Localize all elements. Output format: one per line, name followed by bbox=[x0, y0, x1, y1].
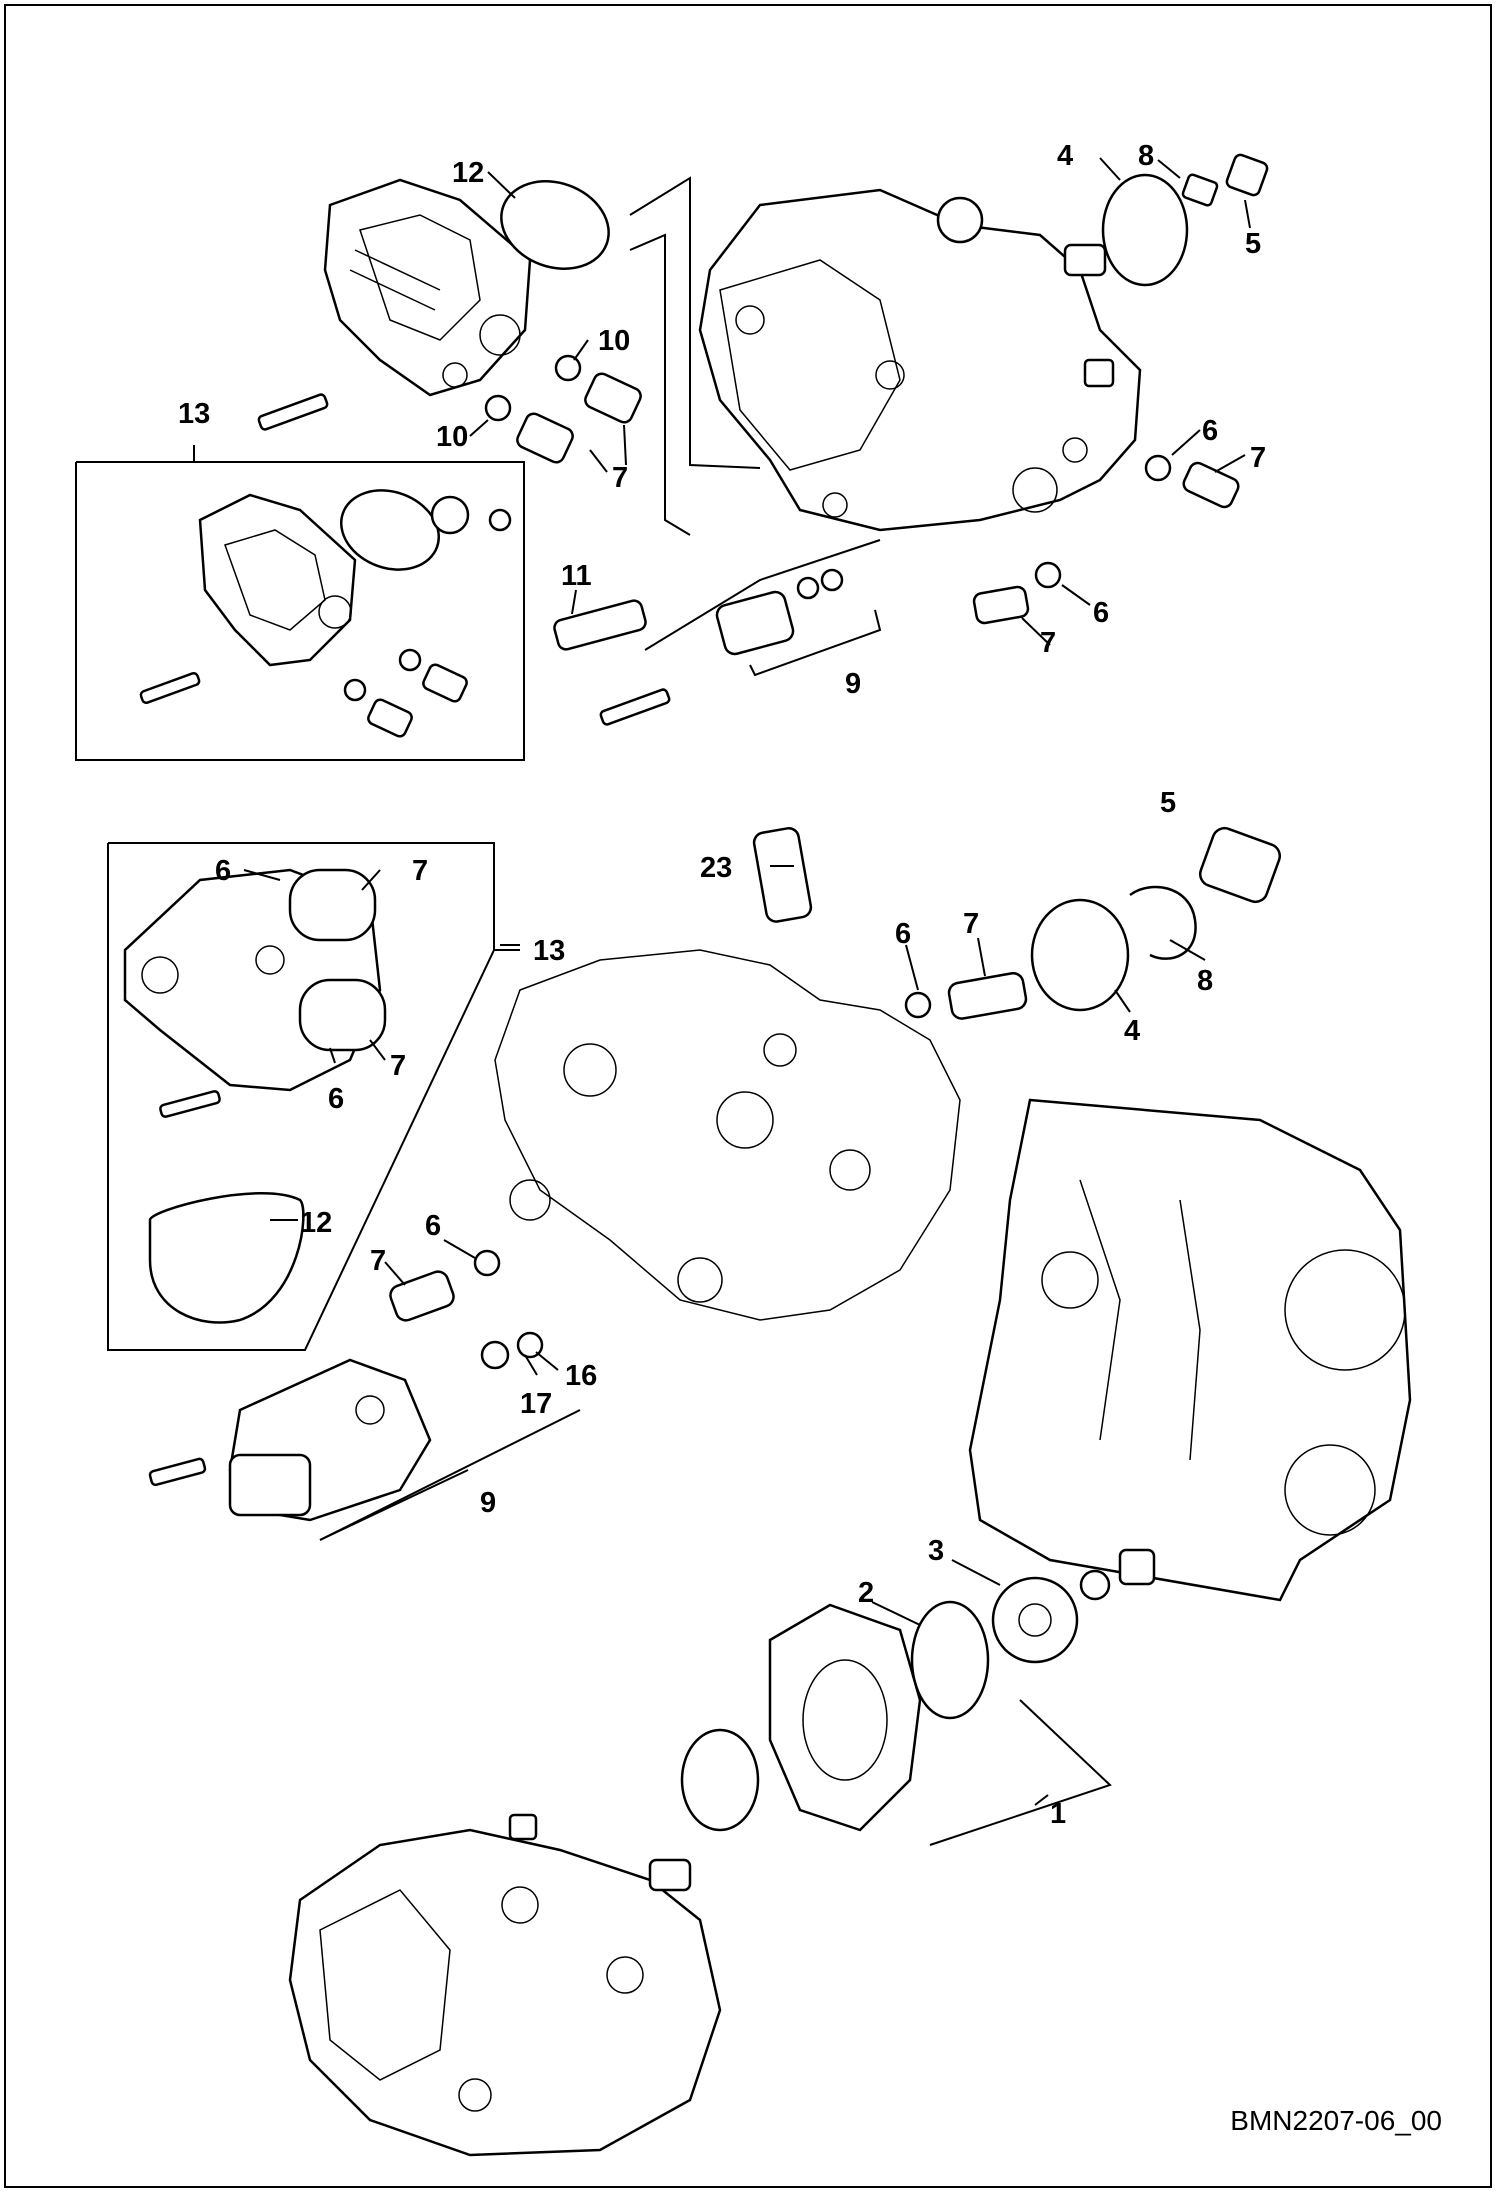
callout-6e: 6 bbox=[328, 1083, 344, 1115]
bolt-9b-icon bbox=[148, 1457, 207, 1487]
fitting-7a-icon bbox=[584, 372, 642, 424]
ring-6a-icon bbox=[1144, 454, 1172, 482]
metering-valve-9a-icon bbox=[715, 590, 795, 656]
callout-3: 3 bbox=[928, 1535, 944, 1567]
front-cover-icon bbox=[968, 1098, 1412, 1602]
leader-lines bbox=[243, 157, 1251, 1806]
o-ring-4b-icon bbox=[1030, 898, 1130, 1012]
o-ring-seal-icon bbox=[680, 1728, 760, 1832]
callout-13a: 13 bbox=[178, 398, 210, 430]
high-pressure-pump-icon bbox=[288, 1813, 722, 2157]
washer-gear-icon bbox=[1079, 1569, 1111, 1601]
ring-16-icon bbox=[516, 1331, 544, 1359]
callout-6f: 6 bbox=[425, 1210, 441, 1242]
callout-10a: 10 bbox=[598, 325, 630, 357]
callout-6a: 6 bbox=[1202, 415, 1218, 447]
callout-7e: 7 bbox=[963, 908, 979, 940]
callout-9a: 9 bbox=[845, 668, 861, 700]
flange-1-icon bbox=[768, 1603, 922, 1832]
callout-7a: 7 bbox=[612, 462, 628, 494]
o-ring-2-icon bbox=[910, 1600, 990, 1720]
kit-box-upper bbox=[75, 445, 525, 761]
washer-8b-icon bbox=[1129, 885, 1197, 960]
fitting-7d-icon bbox=[972, 585, 1030, 625]
callout-7d: 7 bbox=[412, 855, 428, 887]
sensor-11-icon bbox=[553, 599, 647, 651]
callout-5b: 5 bbox=[1160, 787, 1176, 819]
callout-8b: 8 bbox=[1197, 965, 1213, 997]
callout-16: 16 bbox=[565, 1360, 597, 1392]
nut-5a-icon bbox=[1225, 153, 1269, 197]
callout-7c: 7 bbox=[1040, 627, 1056, 659]
metering-valve-9b-icon bbox=[228, 1358, 432, 1522]
nut-5b-icon bbox=[1198, 826, 1282, 904]
kit-ring-d-icon bbox=[343, 678, 367, 702]
pump-housing-middle-icon bbox=[494, 949, 961, 1321]
callout-1: 1 bbox=[1050, 1798, 1066, 1830]
drawing-reference-number: BMN2207-06_00 bbox=[1230, 2105, 1442, 2136]
gear-3-icon bbox=[991, 1576, 1079, 1664]
callout-7g: 7 bbox=[370, 1245, 386, 1277]
kit-fitting-b-icon bbox=[367, 698, 413, 738]
pressure-valve-23-icon bbox=[752, 827, 813, 923]
nut-gear-icon bbox=[1118, 1548, 1156, 1586]
fitting-7e-icon bbox=[947, 972, 1028, 1020]
callout-2: 2 bbox=[858, 1577, 874, 1609]
callout-7f: 7 bbox=[390, 1050, 406, 1082]
fitting-7c-icon bbox=[1182, 461, 1240, 509]
ring-10a-icon bbox=[554, 354, 582, 382]
pump-housing-upper-icon bbox=[698, 188, 1142, 532]
bolt-9a-icon bbox=[599, 688, 671, 726]
callout-10b: 10 bbox=[436, 421, 468, 453]
seal-12b-icon bbox=[148, 1192, 305, 1324]
callout-4a: 4 bbox=[1057, 140, 1073, 172]
washer-8a-icon bbox=[1181, 173, 1219, 207]
seal-ring-12-icon bbox=[500, 180, 610, 270]
o-ring-4a-icon bbox=[1101, 173, 1189, 287]
callout-5a: 5 bbox=[1245, 228, 1261, 260]
fitting-7f-icon bbox=[389, 1270, 455, 1322]
kit-ring-a-icon bbox=[430, 495, 470, 535]
callout-6b: 6 bbox=[1093, 597, 1109, 629]
ring-9a-icon bbox=[796, 576, 820, 600]
callout-23: 23 bbox=[700, 852, 732, 884]
callout-17: 17 bbox=[520, 1388, 552, 1420]
kit-seal-ring-icon bbox=[340, 489, 440, 571]
ring-6d-icon bbox=[473, 1249, 501, 1277]
kit-fitting-a-icon bbox=[422, 663, 468, 703]
ring-9b-icon bbox=[820, 568, 844, 592]
ring-10b-icon bbox=[484, 394, 512, 422]
ring-17-icon bbox=[480, 1340, 510, 1370]
callout-8a: 8 bbox=[1138, 140, 1154, 172]
kit-ring-b-icon bbox=[488, 508, 512, 532]
pump-head-icon bbox=[323, 178, 532, 397]
ring-6c-icon bbox=[904, 991, 932, 1019]
callout-6d: 6 bbox=[895, 918, 911, 950]
kit-pump-head-icon bbox=[198, 493, 357, 667]
ring-6b-icon bbox=[1034, 561, 1062, 589]
drawing-frame bbox=[4, 4, 1492, 2188]
leader-dashed-upper bbox=[629, 176, 761, 469]
kit-bolt-lower-icon bbox=[159, 1090, 221, 1118]
callout-9b: 9 bbox=[480, 1487, 496, 1519]
fitting-7b-icon bbox=[516, 412, 574, 464]
callout-6c: 6 bbox=[215, 855, 231, 887]
bolt-upper-icon bbox=[257, 393, 329, 431]
callout-12b: 12 bbox=[300, 1207, 332, 1239]
kit-bolt-icon bbox=[139, 671, 201, 705]
kit-ring-c-icon bbox=[398, 648, 422, 672]
callout-11: 11 bbox=[561, 560, 592, 592]
kit-pump-head-lower-icon bbox=[123, 868, 387, 1092]
kit-box-lower bbox=[107, 842, 520, 1351]
callout-12a: 12 bbox=[452, 157, 484, 189]
callout-13b: 13 bbox=[533, 935, 565, 967]
callout-labels: 12 4 8 5 10 10 7 13 6 7 11 6 7 9 5 6 7 2… bbox=[178, 140, 1266, 1830]
callout-7b: 7 bbox=[1250, 442, 1266, 474]
callout-4b: 4 bbox=[1124, 1015, 1140, 1047]
